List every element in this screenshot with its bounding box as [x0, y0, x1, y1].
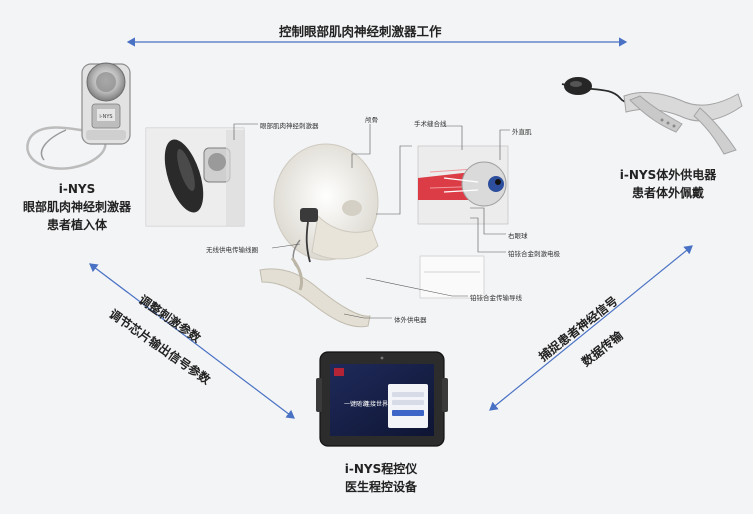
callout-right-eye: 右眼球: [508, 232, 528, 240]
external-device-title: i-NYS体外供电器: [619, 168, 717, 182]
right-arrow: [489, 245, 693, 411]
left-arrow: [89, 263, 295, 419]
callout-lead: 铂铱合金传输导线: [470, 294, 522, 302]
implant-caption: i-NYS 眼部肌肉神经刺激器 患者植入体: [0, 180, 154, 234]
callout-stimulator: 眼部肌肉神经刺激器: [260, 122, 319, 130]
external-device-line2: 患者体外佩戴: [631, 186, 704, 200]
screen-text-1: 一键随询: [344, 400, 368, 408]
callout-coil: 无线供电传输线圈: [206, 246, 258, 254]
implant-line2: 患者植入体: [46, 218, 107, 232]
implant-line1: 眼部肌肉神经刺激器: [22, 200, 131, 214]
callout-suture: 手术缝合线: [414, 120, 447, 128]
implant-device-mark: i-NYS: [99, 114, 112, 120]
external-device-image: [561, 77, 743, 155]
programmer-tablet-image: 一键随询 连接世界: [316, 351, 448, 447]
external-device-caption: i-NYS体外供电器 患者体外佩戴: [598, 166, 738, 202]
center-anatomy-illustration: [145, 123, 510, 328]
programmer-caption: i-NYS程控仪 医生程控设备: [316, 460, 446, 496]
callout-electrode: 铂铱合金刺激电极: [508, 250, 560, 258]
programmer-line2: 医生程控设备: [344, 480, 417, 494]
callout-rectus: 外直肌: [512, 128, 532, 136]
implant-title: i-NYS: [58, 182, 96, 196]
screen-text-2: 连接世界: [364, 400, 388, 408]
top-arrow-label: 控制眼部肌肉神经刺激器工作: [279, 24, 442, 39]
callout-power: 体外供电器: [394, 316, 427, 324]
implant-device-image: i-NYS: [26, 62, 131, 170]
programmer-title: i-NYS程控仪: [344, 462, 418, 476]
callout-skull: 颅骨: [365, 116, 378, 124]
